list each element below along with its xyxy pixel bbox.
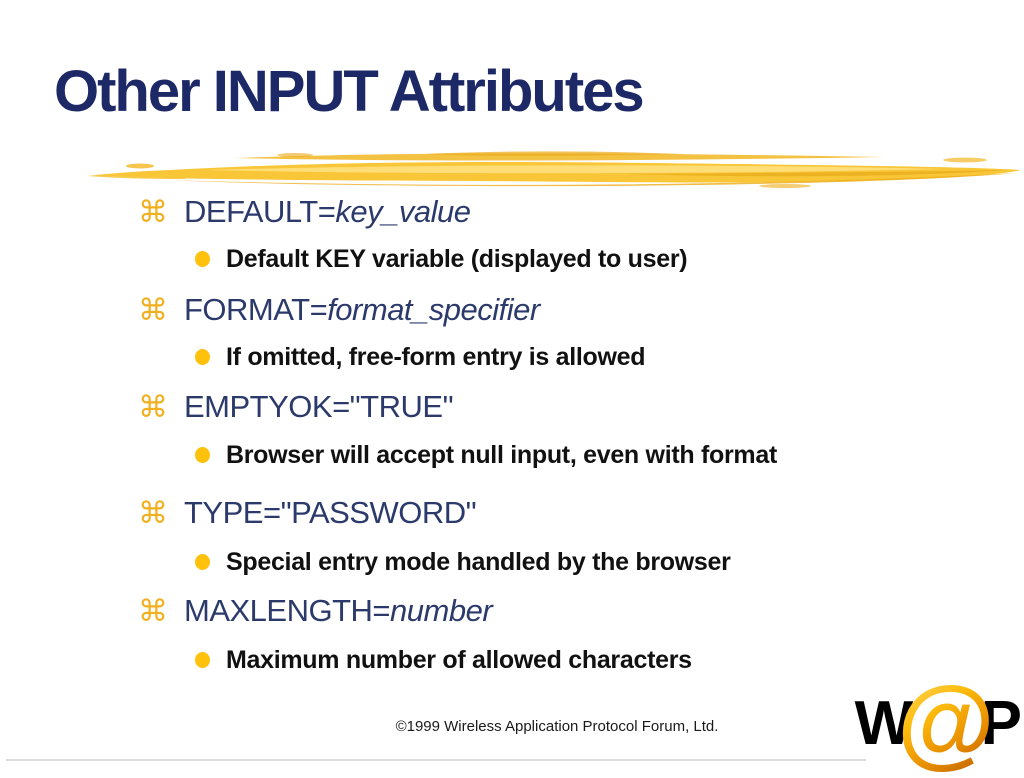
list-item: ⌘ MAXLENGTH=number [138,591,493,631]
attribute-text: DEFAULT=key_value [184,192,471,232]
attribute-name: FORMAT= [184,292,328,327]
copyright-text: ©1999 Wireless Application Protocol Foru… [395,718,719,735]
attribute-name: EMPTYOK="TRUE" [184,389,454,424]
list-item: ⌘ EMPTYOK="TRUE" [138,387,454,427]
dot-bullet-icon [195,652,210,668]
dot-bullet-icon [195,554,210,570]
attribute-name: MAXLENGTH= [184,593,391,628]
list-subitem: Maximum number of allowed characters [195,643,692,677]
subitem-text: Special entry mode handled by the browse… [226,548,731,576]
list-subitem: Special entry mode handled by the browse… [195,545,731,579]
command-bullet-icon: ⌘ [138,390,168,425]
subitem-text: Default KEY variable (displayed to user) [226,245,688,273]
command-bullet-icon: ⌘ [138,195,168,230]
list-item: ⌘ FORMAT=format_specifier [138,290,540,330]
command-bullet-icon: ⌘ [138,594,168,629]
subitem-text: If omitted, free-form entry is allowed [226,343,646,371]
footer-divider [6,759,866,761]
attribute-name: TYPE="PASSWORD" [184,495,477,530]
list-item: ⌘ DEFAULT=key_value [138,192,471,232]
attribute-value: key_value [335,194,471,229]
list-subitem: Browser will accept null input, even wit… [195,438,777,472]
attribute-value: number [390,593,493,628]
attribute-text: MAXLENGTH=number [184,591,493,631]
attribute-value: format_specifier [327,292,540,327]
attribute-text: FORMAT=format_specifier [184,290,540,330]
slide-title: Other INPUT Attributes [54,59,645,124]
wap-logo: W @ P [854,666,1022,778]
dot-bullet-icon [195,447,210,463]
command-bullet-icon: ⌘ [138,496,168,531]
attribute-name: DEFAULT= [184,194,336,229]
attribute-text: TYPE="PASSWORD" [184,493,477,533]
list-subitem: If omitted, free-form entry is allowed [195,340,646,374]
command-bullet-icon: ⌘ [138,293,168,328]
dot-bullet-icon [195,251,210,267]
list-subitem: Default KEY variable (displayed to user) [195,242,688,276]
dot-bullet-icon [195,349,210,365]
list-item: ⌘ TYPE="PASSWORD" [138,493,477,533]
subitem-text: Maximum number of allowed characters [226,646,692,674]
brush-stroke-underline [87,151,1021,188]
logo-letter-w: W [854,689,914,758]
attribute-text: EMPTYOK="TRUE" [184,387,454,427]
logo-letter-p: P [980,689,1022,758]
logo-at-icon: @ [897,666,995,778]
subitem-text: Browser will accept null input, even wit… [226,441,777,469]
